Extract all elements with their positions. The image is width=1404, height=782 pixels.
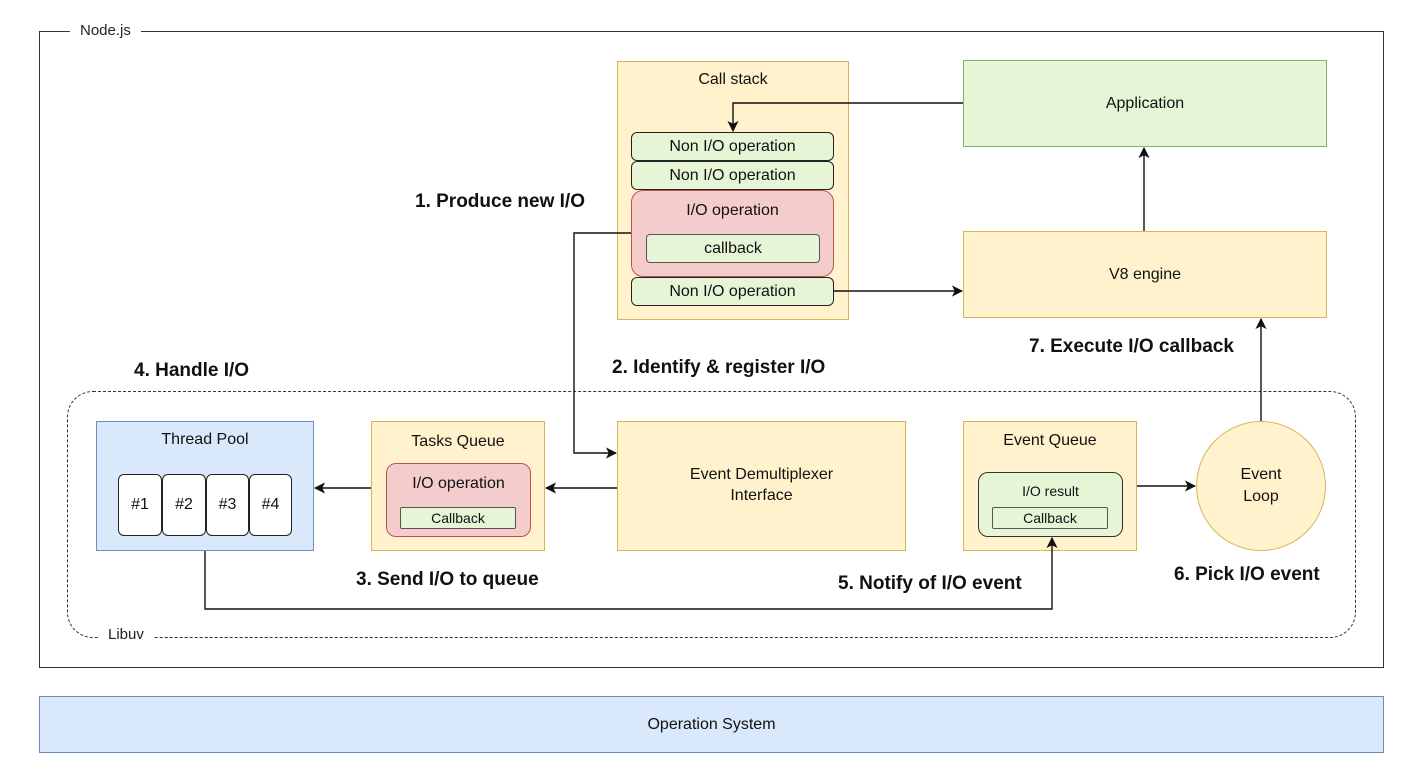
libuv-label: Libuv	[98, 626, 154, 643]
step-3-label: 3. Send I/O to queue	[356, 569, 539, 590]
tasks-queue-io-label: I/O operation	[412, 475, 505, 492]
step-5-label: 5. Notify of I/O event	[838, 573, 1022, 594]
step-1-label: 1. Produce new I/O	[415, 191, 585, 212]
libuv-container	[67, 391, 1356, 638]
arrow-threadpool-to-eventqueue	[204, 536, 1058, 610]
event-loop: Event Loop	[1196, 421, 1326, 551]
v8-engine-box: V8 engine	[963, 231, 1327, 318]
io-result-label: I/O result	[1022, 483, 1079, 499]
thread-pool-title: Thread Pool	[161, 431, 249, 448]
event-queue-callback: Callback	[992, 507, 1108, 529]
thread-2: #2	[162, 474, 206, 536]
io-operation-label: I/O operation	[686, 202, 779, 219]
event-demultiplexer: Event Demultiplexer Interface	[617, 421, 906, 551]
stack-item-non-io: Non I/O operation	[631, 161, 834, 190]
step-2-label: 2. Identify & register I/O	[612, 357, 826, 378]
io-callback: callback	[646, 234, 820, 263]
step-4-label: 4. Handle I/O	[134, 360, 250, 381]
step-6-label: 6. Pick I/O event	[1174, 564, 1320, 585]
stack-item-non-io: Non I/O operation	[631, 132, 834, 161]
thread-4: #4	[249, 474, 292, 536]
thread-1: #1	[118, 474, 162, 536]
operation-system: Operation System	[39, 696, 1384, 753]
call-stack-title: Call stack	[698, 71, 768, 88]
thread-3: #3	[206, 474, 249, 536]
application-box: Application	[963, 60, 1327, 147]
tasks-queue-title: Tasks Queue	[411, 433, 505, 450]
event-queue-title: Event Queue	[1003, 432, 1097, 449]
arrow-application-to-callstack	[727, 102, 963, 133]
tasks-queue-callback: Callback	[400, 507, 516, 529]
nodejs-container	[39, 31, 1384, 668]
step-7-label: 7. Execute I/O callback	[1029, 336, 1234, 357]
arrow-io-to-demux	[573, 232, 631, 459]
stack-item-non-io: Non I/O operation	[631, 277, 834, 306]
nodejs-label: Node.js	[70, 22, 141, 39]
